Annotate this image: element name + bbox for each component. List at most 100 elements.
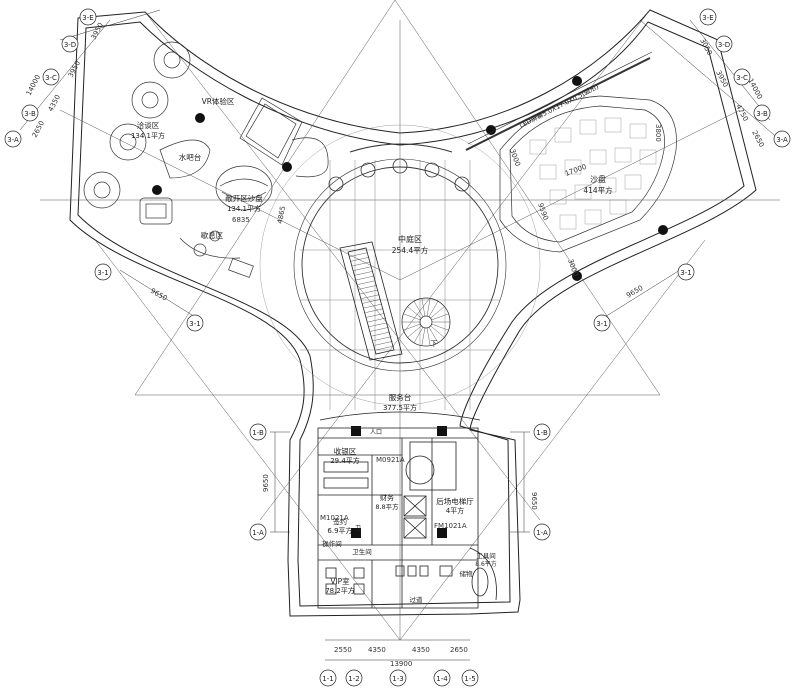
label-led: LED屏幕5.0X17.0X0.5(弧形) [518,82,600,130]
label-vip: VIP室 [330,576,350,586]
axis-1a-left: 1-A [252,529,264,537]
axis-1a-right: 1-A [536,529,548,537]
stair-tread [421,327,426,346]
axis-1-5: 1-5 [464,675,475,683]
label-receipt-area: 29.4平方 [330,456,360,465]
label-elevator-area: 4平方 [446,506,464,515]
escalator-step [373,336,392,341]
escalator-step [369,322,388,327]
escalator-step [355,275,375,281]
dimension-lines [19,9,781,661]
label-signing-area: 6.9平方 [327,526,352,535]
axis-1-4: 1-4 [436,675,448,683]
escalator-step [366,313,385,318]
dimension-values: 3950 3950 4350 2650 14000 3050 3950 4750… [25,21,766,668]
escalator-step [361,294,380,299]
sand-block [604,117,622,133]
escalator-step [350,257,369,262]
sand-block [539,164,557,180]
escalator-step [367,317,387,323]
label-courtyard-area: 254.4平方 [392,245,429,255]
sand-table-blocks [529,117,657,230]
sand-block [559,214,577,230]
sand-block [554,127,572,143]
dim-9650-bottom-right: 9650 [530,492,538,510]
right-wing [465,51,677,253]
door-tag-1: M1021A [320,514,349,522]
axis-3b-right: 3-B [756,110,768,118]
axis-3a-right: 3-A [776,136,788,144]
stair-tread [407,325,422,338]
columns [152,76,668,538]
left-wing [83,41,329,278]
label-operation: 操作间 [322,539,342,548]
axis-1-3: 1-3 [392,675,403,683]
escalator-step [375,345,395,351]
dim-2650-left: 2650 [31,119,46,138]
escalator-step [371,331,391,337]
label-service: 服务台 [389,392,412,402]
axis-3c-right: 3-C [736,74,748,82]
label-toilet: 卫生间 [352,547,372,556]
dim-9650-right: 9650 [625,284,644,300]
dim-2550: 2550 [334,646,352,654]
building-outline [69,9,757,617]
stair-tread [430,306,445,319]
sand-block [579,119,597,135]
sand-block [564,159,582,175]
escalator-step [358,285,377,290]
label-rest: 歇息区 [201,230,224,240]
axis-3-1-right-a: 3-1 [680,269,691,277]
dim-4865: 4865 [276,205,287,224]
dim-6835: 6835 [232,216,250,224]
escalator-step [357,280,376,285]
label-finance-area: 8.8平方 [375,502,399,511]
label-marker-a: 人口 [370,429,382,436]
stair-tread [431,323,449,331]
label-discuss-area: 134.1平方 [131,131,165,140]
label-finance: 财务 [380,493,394,502]
label-elevator: 后场电梯厅 [436,496,474,506]
dim-2650-right: 2650 [750,129,765,148]
sand-block [584,209,602,225]
courtyard-grid [300,160,500,410]
dim-4350-b: 4350 [412,646,430,654]
sand-block [549,189,567,205]
escalator-step [359,289,379,295]
escalator-step [362,299,381,304]
axis-3d-right: 3-D [718,41,730,49]
sand-block [529,139,547,155]
dim-17000: 17000 [564,163,588,178]
sand-block [599,177,617,193]
label-corridor: 过道 [410,595,424,604]
stair-tread [403,313,421,321]
sand-block [624,174,642,190]
axis-1-1: 1-1 [322,675,333,683]
axis-3e-right: 3-E [702,14,713,22]
stair-tread [421,298,426,317]
axis-3c-left: 3-C [45,74,57,82]
label-signing: 签约 [333,517,347,526]
label-stair-down: 下 [431,340,438,348]
door-tag-2: M0921A [376,456,405,464]
escalator-step [354,271,373,276]
label-open-sand: 敞开区沙盘 [225,193,263,203]
escalator-step [349,252,368,257]
dim-3950-left: 3950 [90,21,105,40]
axis-3-1-right-b: 3-1 [596,320,607,328]
label-tool: 工具间 [476,552,496,560]
dim-3000-b: 3000 [566,258,580,277]
escalator-step [347,247,367,253]
axis-3-1-left-b: 3-1 [189,320,200,328]
stair-tread [428,301,439,317]
stair-tread [426,327,431,346]
dim-4350-a: 4350 [368,646,386,654]
stair-tread [407,306,422,319]
escalator-step [374,341,393,346]
dim-9590: 9590 [536,202,550,221]
sand-block [589,149,607,165]
round-features [328,143,470,192]
label-discuss: 洽谈区 [137,120,160,130]
axis-3b-left: 3-B [24,110,36,118]
escalator-step [370,327,389,332]
